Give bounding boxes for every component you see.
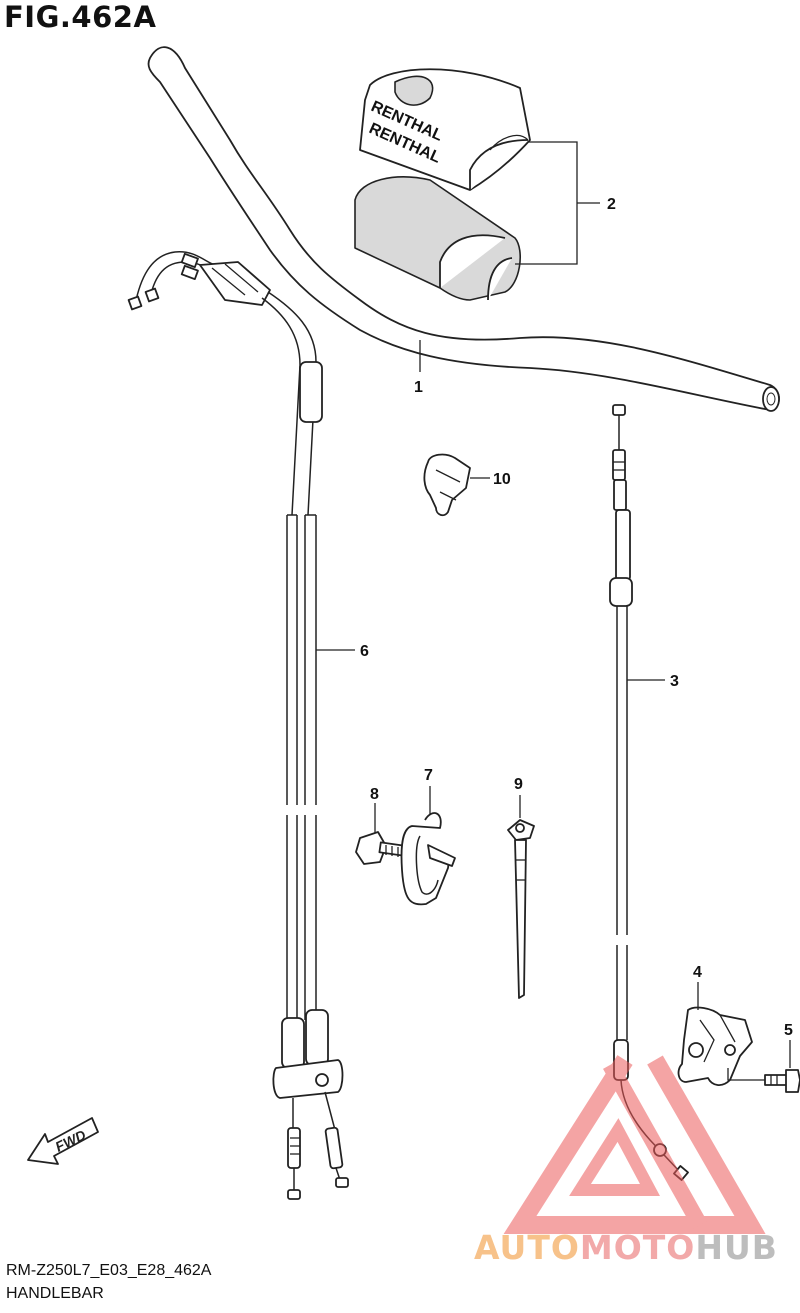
handlebar-part[interactable] — [147, 46, 780, 412]
throttle-cable-part[interactable] — [127, 251, 349, 1200]
part-number-9: 9 — [514, 776, 523, 793]
part-number-8: 8 — [370, 786, 379, 803]
part-number-10: 10 — [493, 471, 511, 488]
fwd-label: FWD — [53, 1127, 89, 1155]
part-number-7: 7 — [424, 767, 433, 784]
part-number-6: 6 — [360, 643, 369, 660]
part-number-5: 5 — [784, 1022, 793, 1039]
watermark-text: AUTOMOTOHUB — [474, 1228, 778, 1267]
part-number-3: 3 — [670, 673, 679, 690]
bolt-part[interactable] — [355, 831, 406, 865]
cable-tie-part[interactable] — [507, 819, 535, 999]
holder-bolt-part[interactable] — [764, 1069, 800, 1093]
lever-holder-part[interactable] — [677, 1006, 753, 1086]
part-number-2: 2 — [607, 196, 616, 213]
part-number-4: 4 — [693, 964, 702, 981]
figure-title: FIG.462A — [4, 0, 157, 34]
watermark-logo — [503, 1055, 766, 1234]
part-number-1: 1 — [414, 379, 423, 396]
watermark-auto: AUTO — [474, 1228, 580, 1267]
cable-clamp-part[interactable] — [423, 453, 471, 517]
forward-arrow-icon: FWD — [27, 1117, 99, 1165]
diagram-caption: HANDLEBAR — [6, 1285, 104, 1302]
wire-guide-part[interactable] — [400, 812, 456, 906]
bar-pad-part[interactable]: RENTHAL RENTHAL — [354, 68, 531, 301]
watermark-hub: HUB — [695, 1228, 778, 1267]
watermark-moto: MOTO — [579, 1228, 696, 1267]
diagram-code: RM-Z250L7_E03_E28_462A — [6, 1262, 212, 1279]
